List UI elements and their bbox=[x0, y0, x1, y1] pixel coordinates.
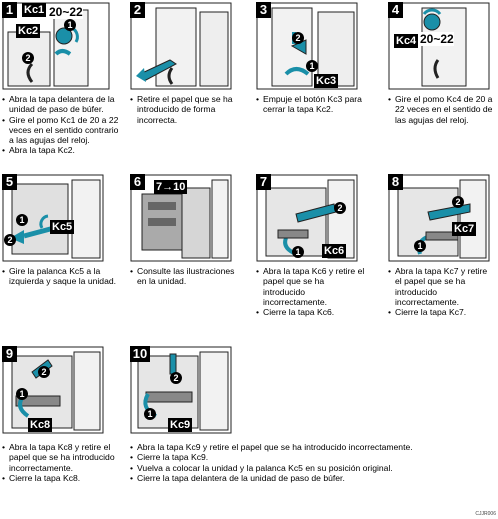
instruction: Abra la tapa delantera de la unidad de p… bbox=[2, 94, 120, 115]
machine-illustration-2 bbox=[130, 2, 232, 90]
instruction: Vuelva a colocar la unidad y la palanca … bbox=[130, 463, 490, 474]
instruction: Gire el pomo Kc1 de 20 a 22 veces en el … bbox=[2, 115, 120, 146]
instruction: Retire el papel que se ha introducido de… bbox=[130, 94, 242, 125]
instruction: Cierre la tapa Kc6. bbox=[256, 307, 368, 318]
step-number: 8 bbox=[388, 174, 403, 190]
marker-2: 2 bbox=[170, 372, 182, 384]
step-1-instructions: Abra la tapa delantera de la unidad de p… bbox=[2, 94, 120, 156]
machine-illustration-7 bbox=[256, 174, 358, 262]
instruction: Empuje el botón Kc3 para cerrar la tapa … bbox=[256, 94, 366, 115]
marker-2: 2 bbox=[38, 366, 50, 378]
unit-pages-label: 7→10 bbox=[154, 180, 188, 194]
marker-1: 1 bbox=[292, 246, 304, 258]
part-label-kc1: Kc1 bbox=[22, 3, 47, 17]
step-number: 5 bbox=[2, 174, 17, 190]
step-9-instructions: Abra la tapa Kc8 y retire el papel que s… bbox=[2, 442, 122, 483]
marker-2: 2 bbox=[452, 196, 464, 208]
step-5-illustration bbox=[2, 174, 110, 262]
part-label-kc3: Kc3 bbox=[314, 74, 339, 88]
step-8-instructions: Abra la tapa Kc7 y retire el papel que s… bbox=[388, 266, 496, 318]
part-label-kc8: Kc8 bbox=[28, 418, 53, 432]
step-number: 10 bbox=[130, 346, 150, 362]
rotation-count-label: 20~22 bbox=[49, 5, 83, 19]
step-4-illustration bbox=[388, 2, 496, 90]
step-number: 6 bbox=[130, 174, 145, 190]
marker-1: 1 bbox=[414, 240, 426, 252]
step-6-illustration bbox=[130, 174, 238, 262]
step-7-instructions: Abra la tapa Kc6 y retire el papel que s… bbox=[256, 266, 368, 318]
machine-illustration-8 bbox=[388, 174, 490, 262]
marker-2: 2 bbox=[334, 202, 346, 214]
marker-1: 1 bbox=[16, 214, 28, 226]
step-number: 3 bbox=[256, 2, 271, 18]
machine-illustration-6 bbox=[130, 174, 232, 262]
step-number: 4 bbox=[388, 2, 403, 18]
step-3-illustration bbox=[256, 2, 364, 90]
machine-illustration-4 bbox=[388, 2, 490, 90]
marker-2: 2 bbox=[4, 234, 16, 246]
instruction: Abra la tapa Kc2. bbox=[2, 145, 120, 156]
part-label-kc4: Kc4 bbox=[394, 34, 419, 48]
part-label-kc2: Kc2 bbox=[16, 24, 41, 38]
marker-1: 1 bbox=[306, 60, 318, 72]
instruction: Gire el pomo Kc4 de 20 a 22 veces en el … bbox=[388, 94, 496, 125]
part-label-kc5: Kc5 bbox=[50, 220, 75, 234]
instruction: Cierre la tapa Kc7. bbox=[388, 307, 496, 318]
instruction: Consulte las ilustraciones en la unidad. bbox=[130, 266, 238, 287]
step-7-illustration bbox=[256, 174, 364, 262]
part-label-kc9: Kc9 bbox=[168, 418, 193, 432]
step-6-instructions: Consulte las ilustraciones en la unidad. bbox=[130, 266, 238, 287]
figure-code: CJJR006 bbox=[475, 511, 496, 517]
step-number: 7 bbox=[256, 174, 271, 190]
marker-1: 1 bbox=[64, 19, 76, 31]
step-number: 1 bbox=[2, 2, 17, 18]
part-label-kc6: Kc6 bbox=[322, 244, 347, 258]
machine-illustration-5 bbox=[2, 174, 104, 262]
machine-illustration-3 bbox=[256, 2, 358, 90]
instruction: Cierre la tapa Kc8. bbox=[2, 473, 122, 484]
marker-2: 2 bbox=[292, 32, 304, 44]
step-2-illustration bbox=[130, 2, 238, 90]
instruction: Cierre la tapa Kc9. bbox=[130, 452, 490, 463]
instruction: Gire la palanca Kc5 a la izquierda y saq… bbox=[2, 266, 118, 287]
instruction: Cierre la tapa delantera de la unidad de… bbox=[130, 473, 490, 484]
instruction: Abra la tapa Kc8 y retire el papel que s… bbox=[2, 442, 122, 473]
step-3-instructions: Empuje el botón Kc3 para cerrar la tapa … bbox=[256, 94, 366, 115]
step-4-instructions: Gire el pomo Kc4 de 20 a 22 veces en el … bbox=[388, 94, 496, 125]
marker-1: 1 bbox=[144, 408, 156, 420]
rotation-count-label: 20~22 bbox=[420, 32, 454, 46]
step-10-instructions: Abra la tapa Kc9 y retire el papel que s… bbox=[130, 442, 490, 483]
marker-1: 1 bbox=[16, 388, 28, 400]
step-2-instructions: Retire el papel que se ha introducido de… bbox=[130, 94, 242, 125]
part-label-kc7: Kc7 bbox=[452, 222, 477, 236]
marker-2: 2 bbox=[22, 52, 34, 64]
step-number: 2 bbox=[130, 2, 145, 18]
step-5-instructions: Gire la palanca Kc5 a la izquierda y saq… bbox=[2, 266, 118, 287]
instruction: Abra la tapa Kc9 y retire el papel que s… bbox=[130, 442, 490, 453]
instruction: Abra la tapa Kc7 y retire el papel que s… bbox=[388, 266, 496, 307]
step-number: 9 bbox=[2, 346, 17, 362]
instruction: Abra la tapa Kc6 y retire el papel que s… bbox=[256, 266, 368, 307]
step-8-illustration bbox=[388, 174, 496, 262]
